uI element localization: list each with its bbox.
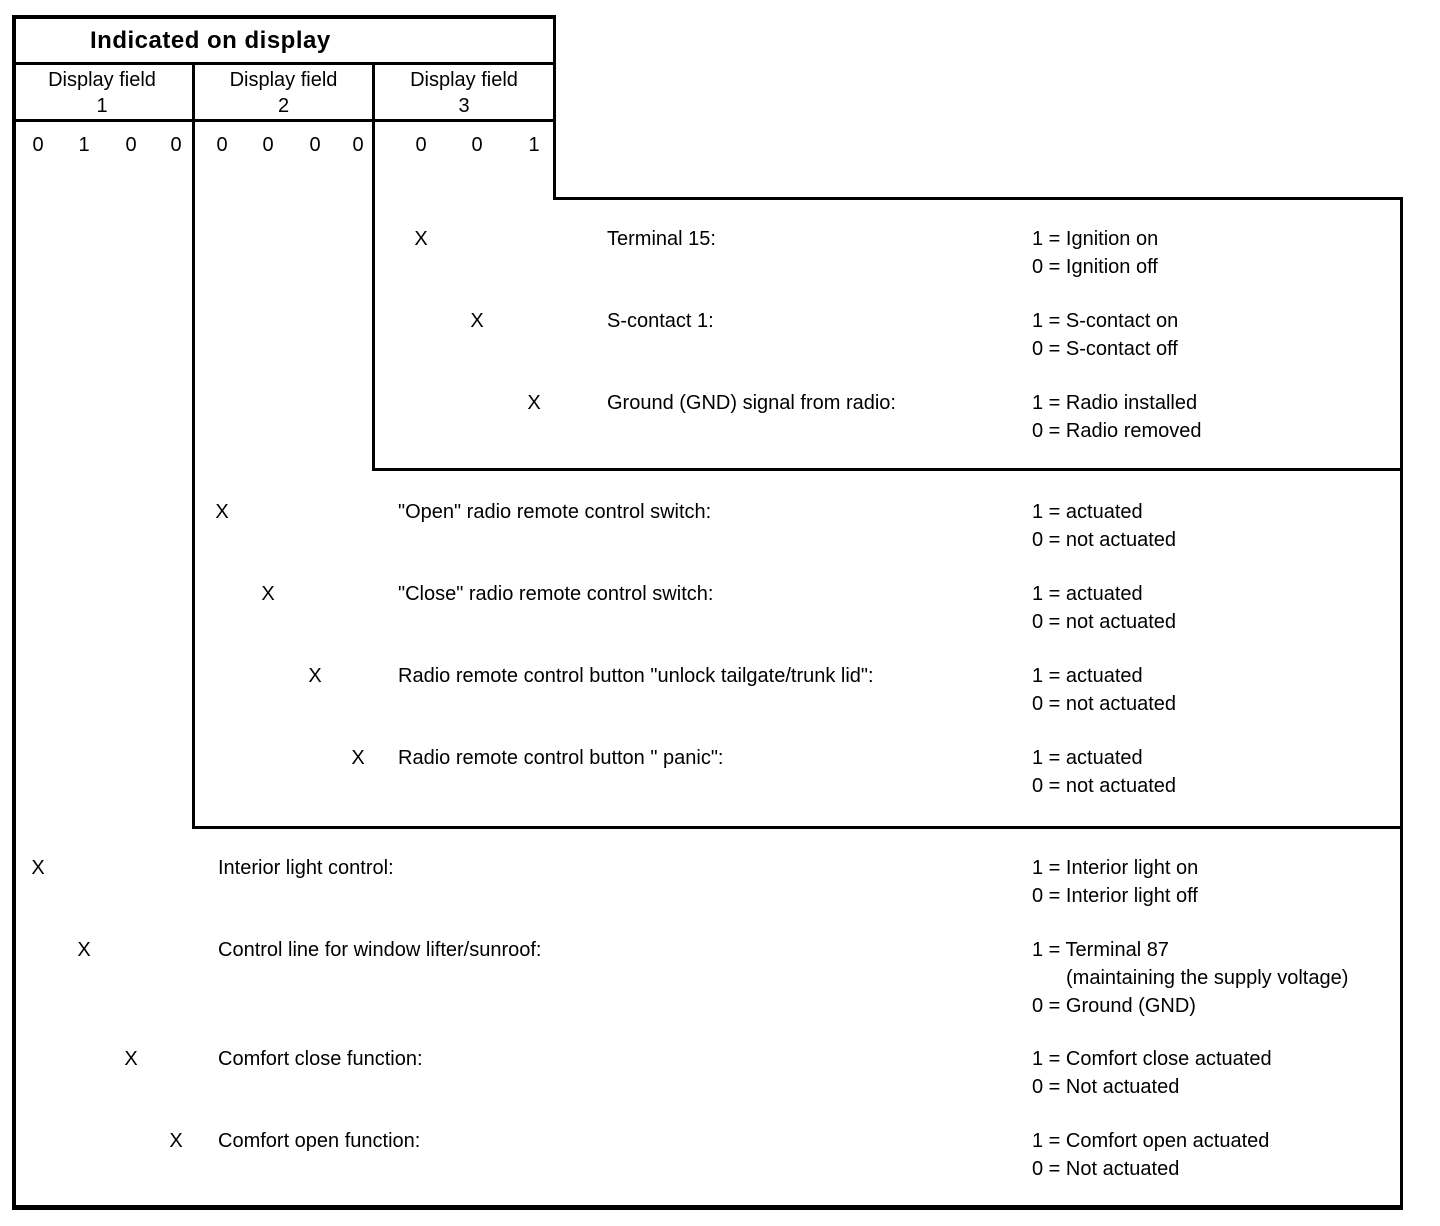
display-field-3-number: 3 bbox=[458, 95, 470, 117]
value-line: 1 = Interior light on bbox=[1032, 857, 1199, 879]
field1-field2-separator-line bbox=[192, 62, 195, 829]
table-right-line bbox=[553, 15, 556, 200]
comfort-open-values: 1 = Comfort open actuated 0 = Not actuat… bbox=[1032, 1127, 1269, 1183]
field1-bit-4: 0 bbox=[170, 134, 182, 156]
value-line: 0 = not actuated bbox=[1032, 529, 1177, 551]
display-field-1-header: Display field 1 bbox=[12, 66, 192, 119]
x-marker-open-switch: X bbox=[215, 501, 229, 523]
x-marker-close-switch: X bbox=[261, 583, 275, 605]
field2-bit-2: 0 bbox=[262, 134, 274, 156]
field3-bit-1: 0 bbox=[415, 134, 427, 156]
value-line: 1 = Comfort open actuated bbox=[1032, 1130, 1270, 1152]
bit-row-top-line bbox=[12, 119, 556, 122]
outer-bottom-line bbox=[12, 1205, 1403, 1210]
terminal-15-values: 1 = Ignition on 0 = Ignition off bbox=[1032, 225, 1158, 281]
panic-button-values: 1 = actuated 0 = not actuated bbox=[1032, 744, 1176, 800]
field3-bit-2: 0 bbox=[471, 134, 483, 156]
display-field-2-number: 2 bbox=[277, 95, 290, 117]
comfort-close-values: 1 = Comfort close actuated 0 = Not actua… bbox=[1032, 1045, 1272, 1101]
x-marker-unlock-tailgate-button: X bbox=[308, 665, 322, 687]
open-switch-label: "Open" radio remote control switch: bbox=[398, 501, 712, 523]
window-lifter-line-label: Control line for window lifter/sunroof: bbox=[218, 939, 542, 961]
value-line: 1 = actuated bbox=[1032, 583, 1143, 605]
display-field-1-number: 1 bbox=[96, 95, 108, 117]
table-title: Indicated on display bbox=[90, 27, 331, 54]
field1-bit-1: 0 bbox=[32, 134, 44, 156]
field2-bit-4: 0 bbox=[352, 134, 364, 156]
x-marker-s-contact-1: X bbox=[470, 310, 484, 332]
field1-bit-3: 0 bbox=[125, 134, 137, 156]
value-line: 0 = Radio removed bbox=[1032, 420, 1202, 442]
interior-light-values: 1 = Interior light on 0 = Interior light… bbox=[1032, 854, 1198, 910]
x-marker-terminal-15: X bbox=[414, 228, 428, 250]
field2-field3-separator-line bbox=[372, 62, 375, 471]
close-switch-label: "Close" radio remote control switch: bbox=[398, 583, 714, 605]
value-line: 1 = Comfort close actuated bbox=[1032, 1048, 1272, 1070]
s-contact-1-values: 1 = S-contact on 0 = S-contact off bbox=[1032, 307, 1178, 363]
table-top-line bbox=[12, 15, 556, 19]
display-field-3-header: Display field 3 bbox=[375, 66, 553, 119]
display-field-2-header: Display field 2 bbox=[195, 66, 372, 119]
outer-right-line bbox=[1400, 197, 1403, 1210]
value-line: 1 = Terminal 87 bbox=[1032, 939, 1169, 961]
terminal-15-label: Terminal 15: bbox=[607, 228, 716, 250]
x-marker-window-lifter-line: X bbox=[77, 939, 91, 961]
field2-bit-1: 0 bbox=[216, 134, 228, 156]
outer-left-line bbox=[12, 15, 16, 1210]
x-marker-radio-ground: X bbox=[527, 392, 541, 414]
open-switch-values: 1 = actuated 0 = not actuated bbox=[1032, 498, 1176, 554]
value-line: (maintaining the supply voltage) bbox=[1066, 967, 1349, 989]
window-lifter-line-values: 1 = Terminal 87 (maintaining the supply … bbox=[1032, 936, 1348, 1020]
value-line: 0 = not actuated bbox=[1032, 693, 1177, 715]
unlock-tailgate-button-values: 1 = actuated 0 = not actuated bbox=[1032, 662, 1176, 718]
value-line: 0 = Interior light off bbox=[1032, 885, 1198, 907]
x-marker-comfort-open: X bbox=[169, 1130, 183, 1152]
s-contact-1-label: S-contact 1: bbox=[607, 310, 714, 332]
value-line: 0 = Ground (GND) bbox=[1032, 995, 1196, 1017]
value-line: 0 = not actuated bbox=[1032, 611, 1177, 633]
display-field-3-label: Display field bbox=[410, 69, 518, 91]
value-line: 0 = Not actuated bbox=[1032, 1076, 1180, 1098]
value-line: 0 = S-contact off bbox=[1032, 338, 1178, 360]
panic-button-label: Radio remote control button " panic": bbox=[398, 747, 724, 769]
display-field-2-label: Display field bbox=[229, 69, 338, 91]
comfort-close-label: Comfort close function: bbox=[218, 1048, 423, 1070]
x-marker-panic-button: X bbox=[351, 747, 365, 769]
value-line: 1 = actuated bbox=[1032, 747, 1143, 769]
value-line: 1 = Ignition on bbox=[1032, 228, 1159, 250]
value-line: 0 = not actuated bbox=[1032, 775, 1177, 797]
x-marker-comfort-close: X bbox=[124, 1048, 138, 1070]
comfort-open-label: Comfort open function: bbox=[218, 1130, 421, 1152]
display-field-1-label: Display field bbox=[48, 69, 156, 91]
field3-box-top-line bbox=[553, 197, 1403, 200]
radio-ground-label: Ground (GND) signal from radio: bbox=[607, 392, 896, 414]
value-line: 1 = actuated bbox=[1032, 665, 1143, 687]
field2-box-bottom-line bbox=[192, 826, 1403, 829]
header-bottom-line bbox=[12, 62, 556, 65]
value-line: 1 = S-contact on bbox=[1032, 310, 1179, 332]
field2-bit-3: 0 bbox=[309, 134, 321, 156]
unlock-tailgate-button-label: Radio remote control button "unlock tail… bbox=[398, 665, 874, 687]
value-line: 1 = Radio installed bbox=[1032, 392, 1198, 414]
field3-bit-3: 1 bbox=[528, 134, 540, 156]
x-marker-interior-light: X bbox=[31, 857, 45, 879]
radio-ground-values: 1 = Radio installed 0 = Radio removed bbox=[1032, 389, 1202, 445]
close-switch-values: 1 = actuated 0 = not actuated bbox=[1032, 580, 1176, 636]
field1-bit-2: 1 bbox=[78, 134, 90, 156]
value-line: 0 = Ignition off bbox=[1032, 256, 1158, 278]
value-line: 1 = actuated bbox=[1032, 501, 1143, 523]
value-line: 0 = Not actuated bbox=[1032, 1158, 1180, 1180]
field3-box-bottom-line bbox=[372, 468, 1403, 471]
interior-light-label: Interior light control: bbox=[218, 857, 394, 879]
